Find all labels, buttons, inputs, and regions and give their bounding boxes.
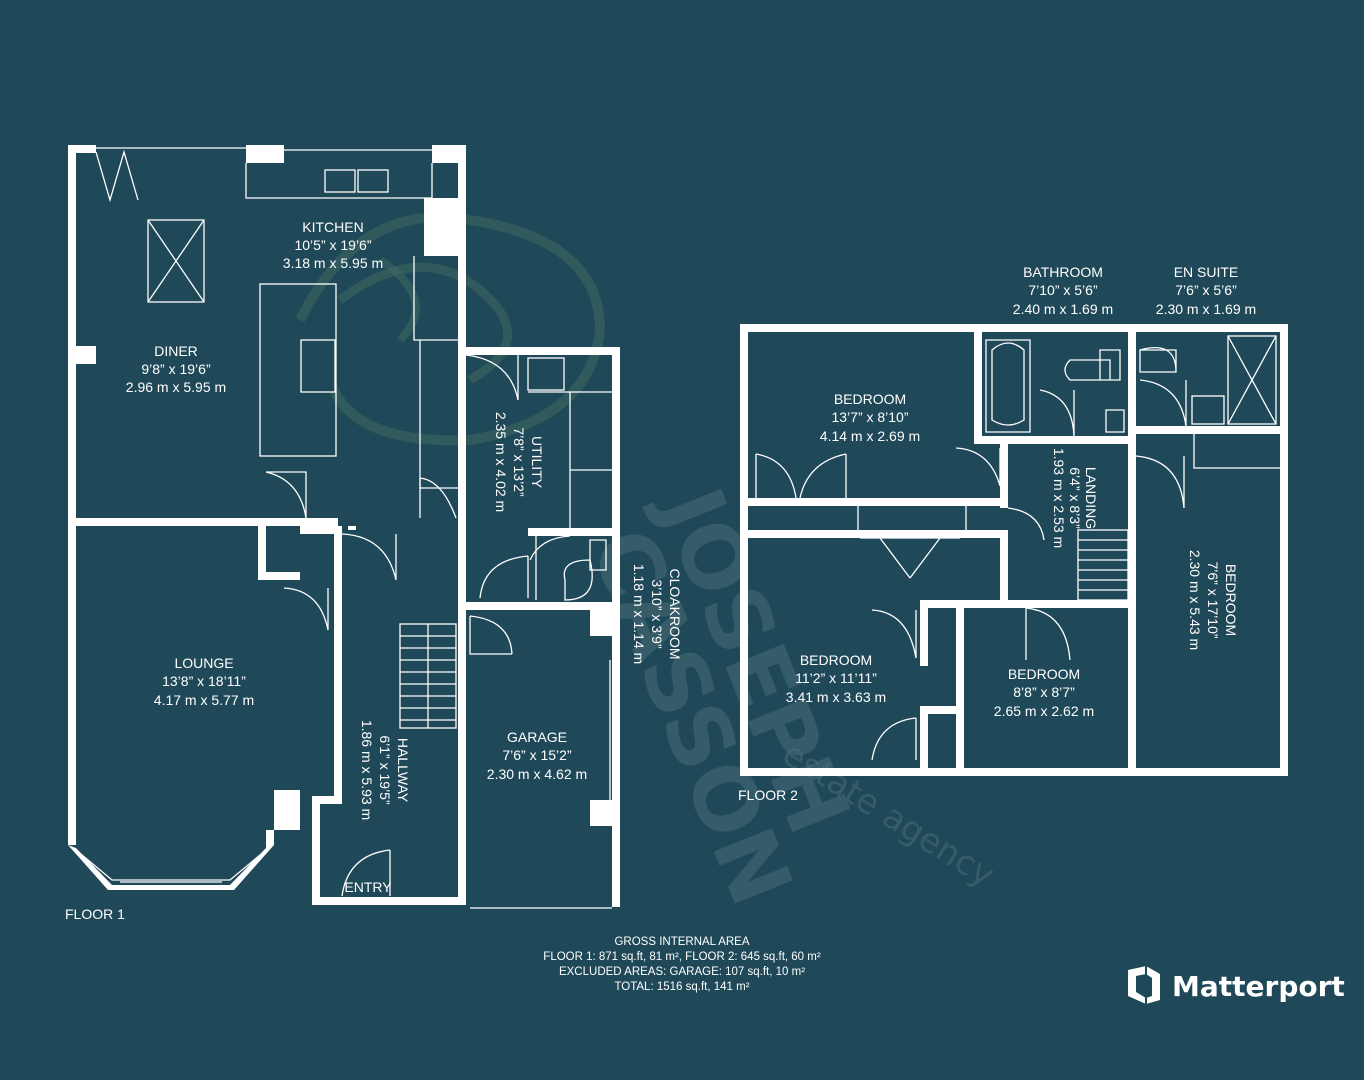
utility-imperial: 7’8” x 13’2”	[511, 427, 527, 497]
diner-imperial: 9’8” x 19’6”	[141, 361, 211, 377]
bedroom-small-name: BEDROOM	[1008, 666, 1080, 682]
ensuite-metric: 2.30 m x 1.69 m	[1156, 301, 1256, 317]
matterport-wordmark: Matterport	[1172, 970, 1345, 1003]
bedroom-left-imperial: 11’2” x 11’11”	[795, 670, 877, 686]
garage-imperial: 7’6” x 15’2”	[502, 747, 572, 763]
entry-name: ENTRY	[344, 879, 392, 895]
bedroom-right-imperial: 7’6” x 17’10”	[1205, 561, 1221, 638]
landing-imperial: 6’4” x 8’3”	[1067, 467, 1083, 529]
area-line2: EXCLUDED AREAS: GARAGE: 107 sq.ft, 10 m²	[559, 966, 805, 978]
bedroom-top-metric: 4.14 m x 2.69 m	[820, 428, 920, 444]
bathroom-metric: 2.40 m x 1.69 m	[1013, 301, 1113, 317]
garage-metric: 2.30 m x 4.62 m	[487, 766, 587, 782]
garage-name: GARAGE	[507, 729, 567, 745]
kitchen-name: KITCHEN	[302, 219, 363, 235]
landing-name: LANDING	[1083, 467, 1099, 529]
bathroom-imperial: 7’10” x 5’6”	[1028, 282, 1098, 298]
area-line3: TOTAL: 1516 sq.ft, 141 m²	[614, 981, 749, 993]
lounge-imperial: 13’8” x 18’11”	[162, 673, 246, 689]
kitchen-imperial: 10’5” x 19’6”	[294, 237, 371, 253]
watermark: JOSEPH CASSON estate agency	[295, 212, 1001, 919]
hallway-imperial: 6’1” x 19’5”	[377, 735, 393, 805]
floor-1-label: FLOOR 1	[65, 906, 125, 922]
bedroom-right-name: BEDROOM	[1223, 564, 1239, 636]
floor-1	[68, 145, 620, 909]
floor1-stairs	[399, 623, 457, 729]
matterport-brand: Matterport	[1128, 966, 1345, 1004]
diner-name: DINER	[154, 343, 198, 359]
floor-2-label: FLOOR 2	[738, 787, 798, 803]
bedroom-left-name: BEDROOM	[800, 652, 872, 668]
floor-2	[740, 324, 1288, 776]
hallway-metric: 1.86 m x 5.93 m	[359, 720, 375, 820]
kitchen-metric: 3.18 m x 5.95 m	[283, 255, 383, 271]
floor2-stairs	[1077, 529, 1129, 601]
area-line1: FLOOR 1: 871 sq.ft, 81 m², FLOOR 2: 645 …	[543, 951, 821, 963]
bedroom-top-name: BEDROOM	[834, 391, 906, 407]
cloakroom-imperial: 3’10” x 3’9”	[649, 579, 665, 649]
bedroom-small-imperial: 8’8” x 8’7”	[1013, 684, 1075, 700]
utility-name: UTILITY	[529, 436, 545, 489]
hallway-name: HALLWAY	[395, 738, 411, 803]
lounge-name: LOUNGE	[174, 655, 233, 671]
bedroom-right-metric: 2.30 m x 5.43 m	[1187, 550, 1203, 650]
bedroom-top-imperial: 13’7” x 8’10”	[831, 409, 908, 425]
area-heading: GROSS INTERNAL AREA	[614, 936, 749, 948]
lounge-metric: 4.17 m x 5.77 m	[154, 692, 254, 708]
ensuite-name: EN SUITE	[1174, 264, 1239, 280]
matterport-logo-icon	[1128, 966, 1160, 1004]
ensuite-imperial: 7’6” x 5’6”	[1175, 282, 1237, 298]
diner-metric: 2.96 m x 5.95 m	[126, 379, 226, 395]
floor-1-labels: KITCHEN 10’5” x 19’6” 3.18 m x 5.95 m DI…	[65, 219, 683, 922]
bedroom-left-metric: 3.41 m x 3.63 m	[786, 689, 886, 705]
floor-2-labels: BATHROOM 7’10” x 5’6” 2.40 m x 1.69 m EN…	[738, 264, 1256, 803]
utility-metric: 2.35 m x 4.02 m	[493, 412, 509, 512]
cloakroom-metric: 1.18 m x 1.14 m	[631, 564, 647, 664]
bedroom-small-metric: 2.65 m x 2.62 m	[994, 703, 1094, 719]
cloakroom-name: CLOAKROOM	[667, 568, 683, 659]
area-summary: GROSS INTERNAL AREA FLOOR 1: 871 sq.ft, …	[543, 936, 821, 993]
landing-metric: 1.93 m x 2.53 m	[1051, 448, 1067, 548]
bathroom-name: BATHROOM	[1023, 264, 1103, 280]
